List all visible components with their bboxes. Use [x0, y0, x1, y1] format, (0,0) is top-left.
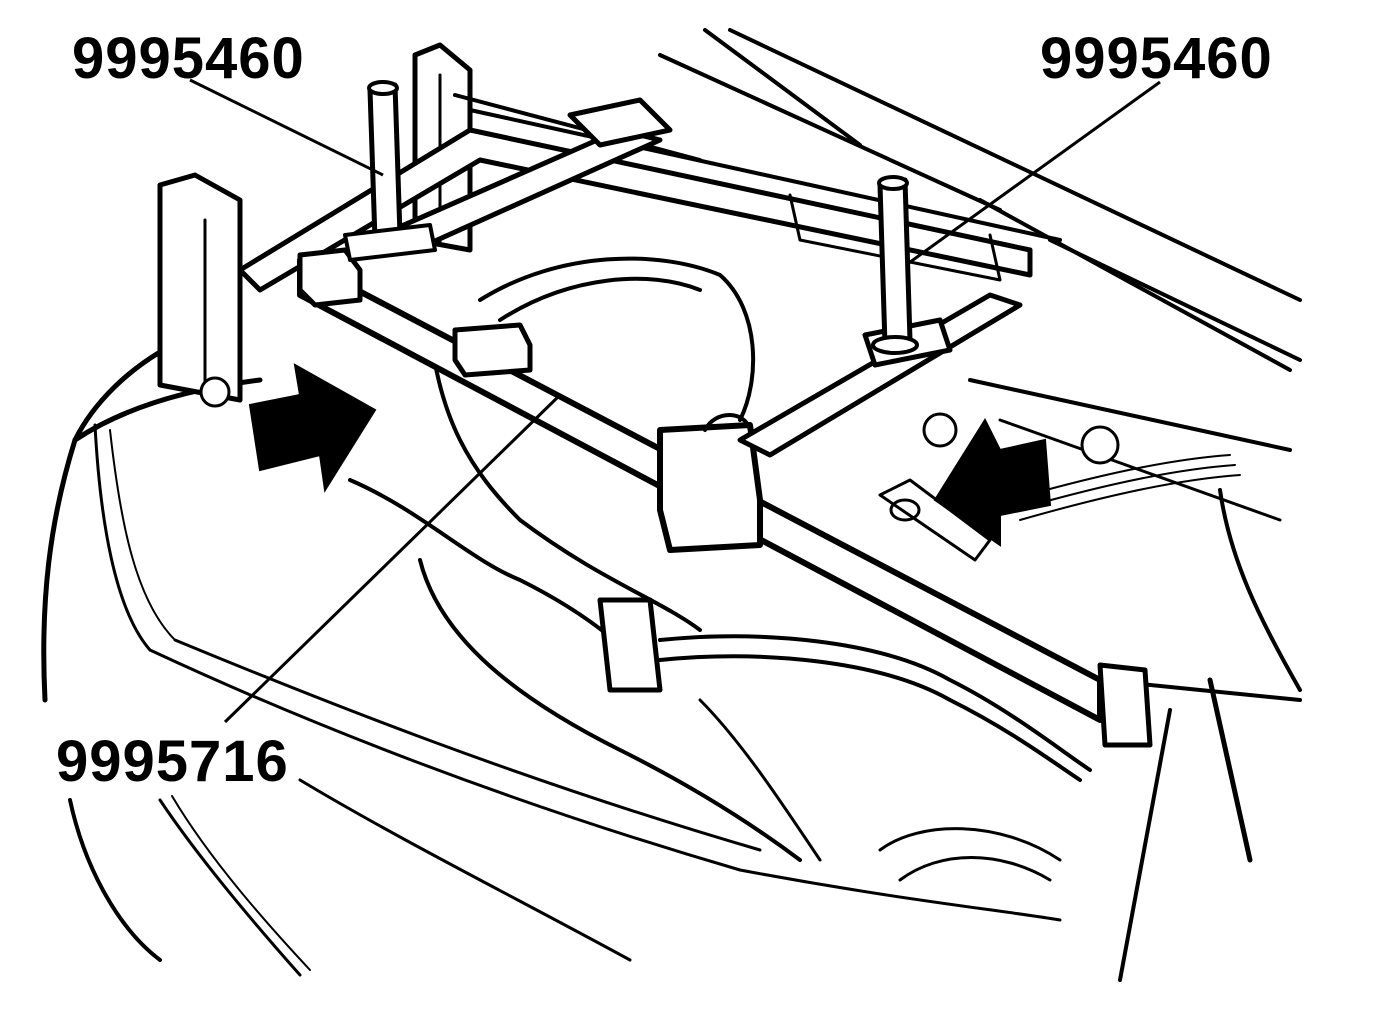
leader-lines [189, 78, 1161, 724]
fender-outline [41, 349, 1062, 977]
alignment-pin-right [871, 175, 919, 355]
leader-line-top-left [189, 78, 384, 177]
bar-tool-9995716 [297, 247, 1153, 748]
leader-line-bottom-left [223, 393, 562, 724]
alignment-pin-left [343, 80, 437, 262]
leader-line-top-right [905, 80, 1161, 267]
callout-label-bar-tool: 9995716 [56, 729, 289, 794]
callout-label-pin-right: 9995460 [1040, 26, 1273, 91]
engine-components [199, 256, 1302, 982]
arrow-left-icon [933, 417, 1052, 547]
direction-arrows [248, 363, 1052, 547]
hood-lines [658, 28, 1302, 522]
callout-label-pin-left: 9995460 [72, 26, 305, 91]
arrow-right-icon [248, 363, 377, 493]
